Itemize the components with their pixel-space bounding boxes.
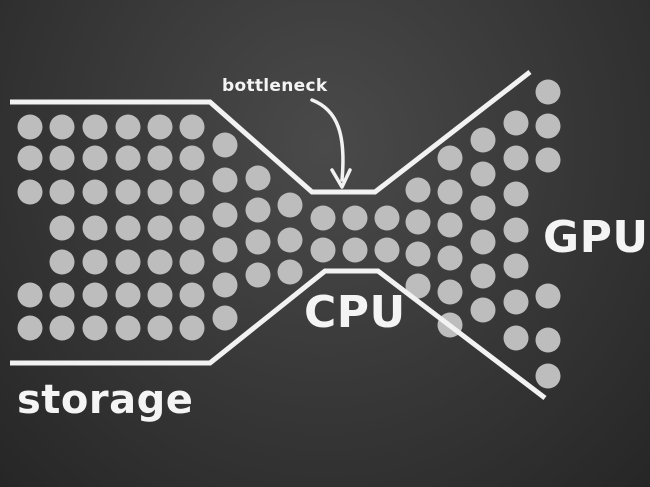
data-particle bbox=[470, 127, 496, 153]
data-particle bbox=[535, 327, 561, 353]
data-particle bbox=[147, 315, 173, 341]
gpu-label: GPU bbox=[543, 212, 649, 263]
data-particle bbox=[503, 289, 529, 315]
bottleneck-arrowhead bbox=[330, 168, 352, 189]
data-particle bbox=[179, 282, 205, 308]
storage-label: storage bbox=[17, 377, 194, 423]
data-particle bbox=[82, 315, 108, 341]
data-particle bbox=[470, 297, 496, 323]
data-particle bbox=[115, 215, 141, 241]
data-particle bbox=[179, 215, 205, 241]
bottleneck-arrow bbox=[310, 98, 345, 182]
data-particle bbox=[277, 192, 303, 218]
data-particle bbox=[405, 209, 431, 235]
lower-pipe-wall bbox=[10, 268, 547, 400]
data-particle bbox=[147, 114, 173, 140]
data-particle bbox=[179, 249, 205, 275]
bottleneck-label: bottleneck bbox=[222, 76, 328, 96]
data-particle bbox=[49, 315, 75, 341]
data-particle bbox=[405, 241, 431, 267]
data-particle bbox=[277, 259, 303, 285]
data-particle bbox=[535, 79, 561, 105]
data-particle bbox=[49, 145, 75, 171]
cpu-label: CPU bbox=[304, 287, 406, 338]
data-particle bbox=[49, 114, 75, 140]
data-particle bbox=[535, 113, 561, 139]
data-particle bbox=[115, 114, 141, 140]
data-particle bbox=[179, 114, 205, 140]
data-particle bbox=[437, 279, 463, 305]
data-particles bbox=[17, 79, 561, 389]
data-particle bbox=[342, 205, 368, 231]
data-particle bbox=[147, 215, 173, 241]
data-particle bbox=[115, 179, 141, 205]
data-particle bbox=[310, 205, 336, 231]
data-particle bbox=[245, 165, 271, 191]
data-particle bbox=[212, 202, 238, 228]
data-particle bbox=[245, 197, 271, 223]
data-particle bbox=[503, 325, 529, 351]
data-particle bbox=[535, 283, 561, 309]
data-particle bbox=[17, 315, 43, 341]
data-particle bbox=[535, 147, 561, 173]
pipe-walls bbox=[10, 70, 547, 400]
data-particle bbox=[503, 217, 529, 243]
data-particle bbox=[17, 179, 43, 205]
upper-pipe-wall bbox=[10, 70, 532, 195]
data-particle bbox=[179, 315, 205, 341]
data-particle bbox=[405, 177, 431, 203]
data-particle bbox=[374, 205, 400, 231]
data-particle bbox=[212, 237, 238, 263]
data-particle bbox=[212, 272, 238, 298]
data-particle bbox=[535, 363, 561, 389]
data-particle bbox=[82, 215, 108, 241]
data-particle bbox=[82, 145, 108, 171]
data-particle bbox=[212, 132, 238, 158]
data-particle bbox=[503, 145, 529, 171]
data-particle bbox=[245, 262, 271, 288]
data-particle bbox=[49, 282, 75, 308]
data-particle bbox=[470, 263, 496, 289]
data-particle bbox=[82, 179, 108, 205]
data-particle bbox=[179, 179, 205, 205]
data-particle bbox=[437, 179, 463, 205]
data-particle bbox=[503, 253, 529, 279]
data-particle bbox=[179, 145, 205, 171]
data-particle bbox=[82, 114, 108, 140]
data-particle bbox=[49, 249, 75, 275]
data-particle bbox=[503, 110, 529, 136]
data-particle bbox=[374, 237, 400, 263]
data-particle bbox=[17, 282, 43, 308]
data-particle bbox=[405, 273, 431, 299]
data-particle bbox=[147, 249, 173, 275]
data-particle bbox=[277, 227, 303, 253]
data-particle bbox=[115, 145, 141, 171]
data-particle bbox=[503, 181, 529, 207]
data-particle bbox=[115, 282, 141, 308]
data-particle bbox=[470, 195, 496, 221]
data-particle bbox=[470, 161, 496, 187]
data-particle bbox=[82, 282, 108, 308]
data-particle bbox=[212, 305, 238, 331]
data-particle bbox=[310, 237, 336, 263]
data-particle bbox=[470, 229, 496, 255]
data-particle bbox=[115, 249, 141, 275]
data-particle bbox=[115, 315, 141, 341]
data-particle bbox=[17, 145, 43, 171]
data-particle bbox=[49, 215, 75, 241]
data-particle bbox=[342, 237, 368, 263]
data-particle bbox=[437, 145, 463, 171]
data-particle bbox=[147, 282, 173, 308]
data-particle bbox=[82, 249, 108, 275]
data-particle bbox=[17, 114, 43, 140]
data-particle bbox=[147, 145, 173, 171]
data-particle bbox=[212, 167, 238, 193]
data-particle bbox=[437, 245, 463, 271]
data-particle bbox=[49, 179, 75, 205]
data-particle bbox=[437, 212, 463, 238]
data-particle bbox=[245, 229, 271, 255]
data-particle bbox=[147, 179, 173, 205]
